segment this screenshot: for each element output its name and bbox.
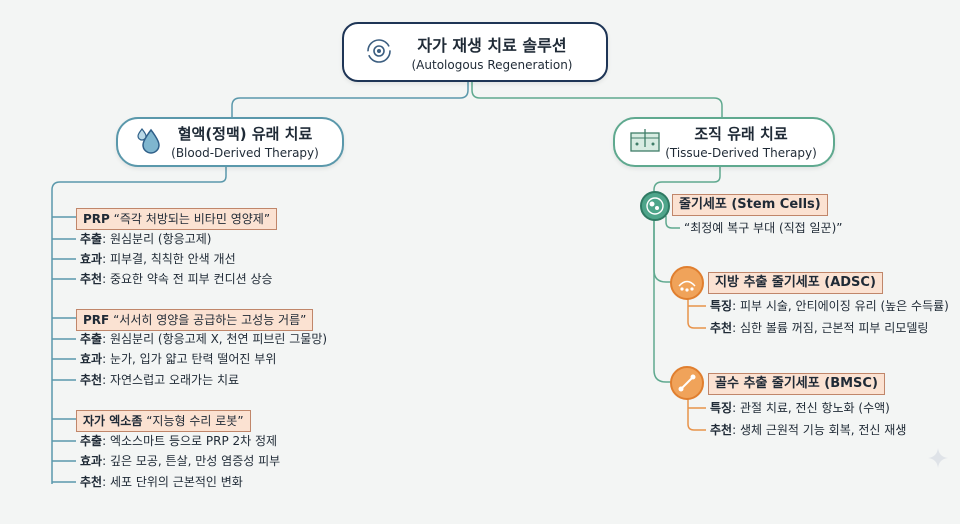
prf-name: PRF [83, 313, 110, 327]
list-item: 추천: 중요한 약속 전 피부 컨디션 상승 [80, 272, 273, 286]
root-node: 자가 재생 치료 솔루션 (Autologous Regeneration) [342, 22, 608, 82]
exosome-header: 자가 엑소좀 “지능형 수리 로봇” [76, 410, 251, 432]
stem-cells-header: 줄기세포 (Stem Cells) [672, 194, 828, 216]
prf-tagline: “서서히 영양을 공급하는 고성능 거름” [113, 313, 307, 327]
list-item: 추천: 자연스럽고 오래가는 치료 [80, 373, 240, 387]
adsc-header: 지방 추출 줄기세포 (ADSC) [708, 272, 883, 294]
gear-cycle-icon [367, 39, 391, 63]
prp-tagline: “즉각 처방되는 비타민 영양제” [113, 212, 271, 226]
list-item: 추천: 생체 근원적 기능 회복, 전신 재생 [710, 423, 907, 437]
stem-cells-tagline: “최정예 복구 부대 (직접 일꾼)” [684, 221, 843, 235]
list-item: 효과: 피부결, 칙칙한 안색 개선 [80, 252, 236, 266]
tissue-title: 조직 유래 치료 [694, 125, 788, 143]
list-item: 추출: 엑소스마트 등으로 PRP 2차 정제 [80, 434, 278, 448]
root-subtitle: (Autologous Regeneration) [411, 58, 573, 72]
prp-header: PRP “즉각 처방되는 비타민 영양제” [76, 208, 278, 230]
fat-tissue-icon [670, 266, 704, 300]
list-item: 특징: 관절 치료, 전신 항노화 (수액) [710, 401, 890, 415]
tissue-subtitle: (Tissue-Derived Therapy) [665, 146, 817, 160]
bone-marrow-icon [670, 366, 704, 400]
blood-drop-icon [137, 128, 160, 154]
root-title: 자가 재생 치료 솔루션 [417, 36, 567, 55]
list-item: 추출: 원심분리 (항응고제 X, 천연 피브린 그물망) [80, 332, 328, 346]
list-item: 효과: 눈가, 입가 얇고 탄력 떨어진 부위 [80, 352, 277, 366]
bmsc-header: 골수 추출 줄기세포 (BMSC) [708, 373, 885, 395]
list-item: 특징: 피부 시술, 안티에이징 유리 (높은 수득률) [710, 299, 949, 313]
exosome-name: 자가 엑소좀 [83, 414, 143, 428]
tissue-node: 조직 유래 치료 (Tissue-Derived Therapy) [613, 117, 835, 167]
blood-title: 혈액(정맥) 유래 치료 [177, 125, 313, 143]
blood-subtitle: (Blood-Derived Therapy) [171, 146, 319, 160]
prf-header: PRF “서서히 영양을 공급하는 고성능 거름” [76, 309, 314, 331]
skin-tissue-icon [630, 129, 660, 152]
exosome-tagline: “지능형 수리 로봇” [146, 414, 244, 428]
prp-name: PRP [83, 212, 110, 226]
cell-icon [640, 191, 670, 221]
list-item: 추출: 원심분리 (항응고제) [80, 232, 212, 246]
list-item: 효과: 깊은 모공, 튼살, 만성 염증성 피부 [80, 454, 281, 468]
list-item: 추천: 심한 볼륨 꺼짐, 근본적 피부 리모델링 [710, 321, 929, 335]
blood-node: 혈액(정맥) 유래 치료 (Blood-Derived Therapy) [116, 117, 344, 167]
list-item: 추천: 세포 단위의 근본적인 변화 [80, 475, 243, 489]
sparkle-icon [928, 448, 948, 468]
